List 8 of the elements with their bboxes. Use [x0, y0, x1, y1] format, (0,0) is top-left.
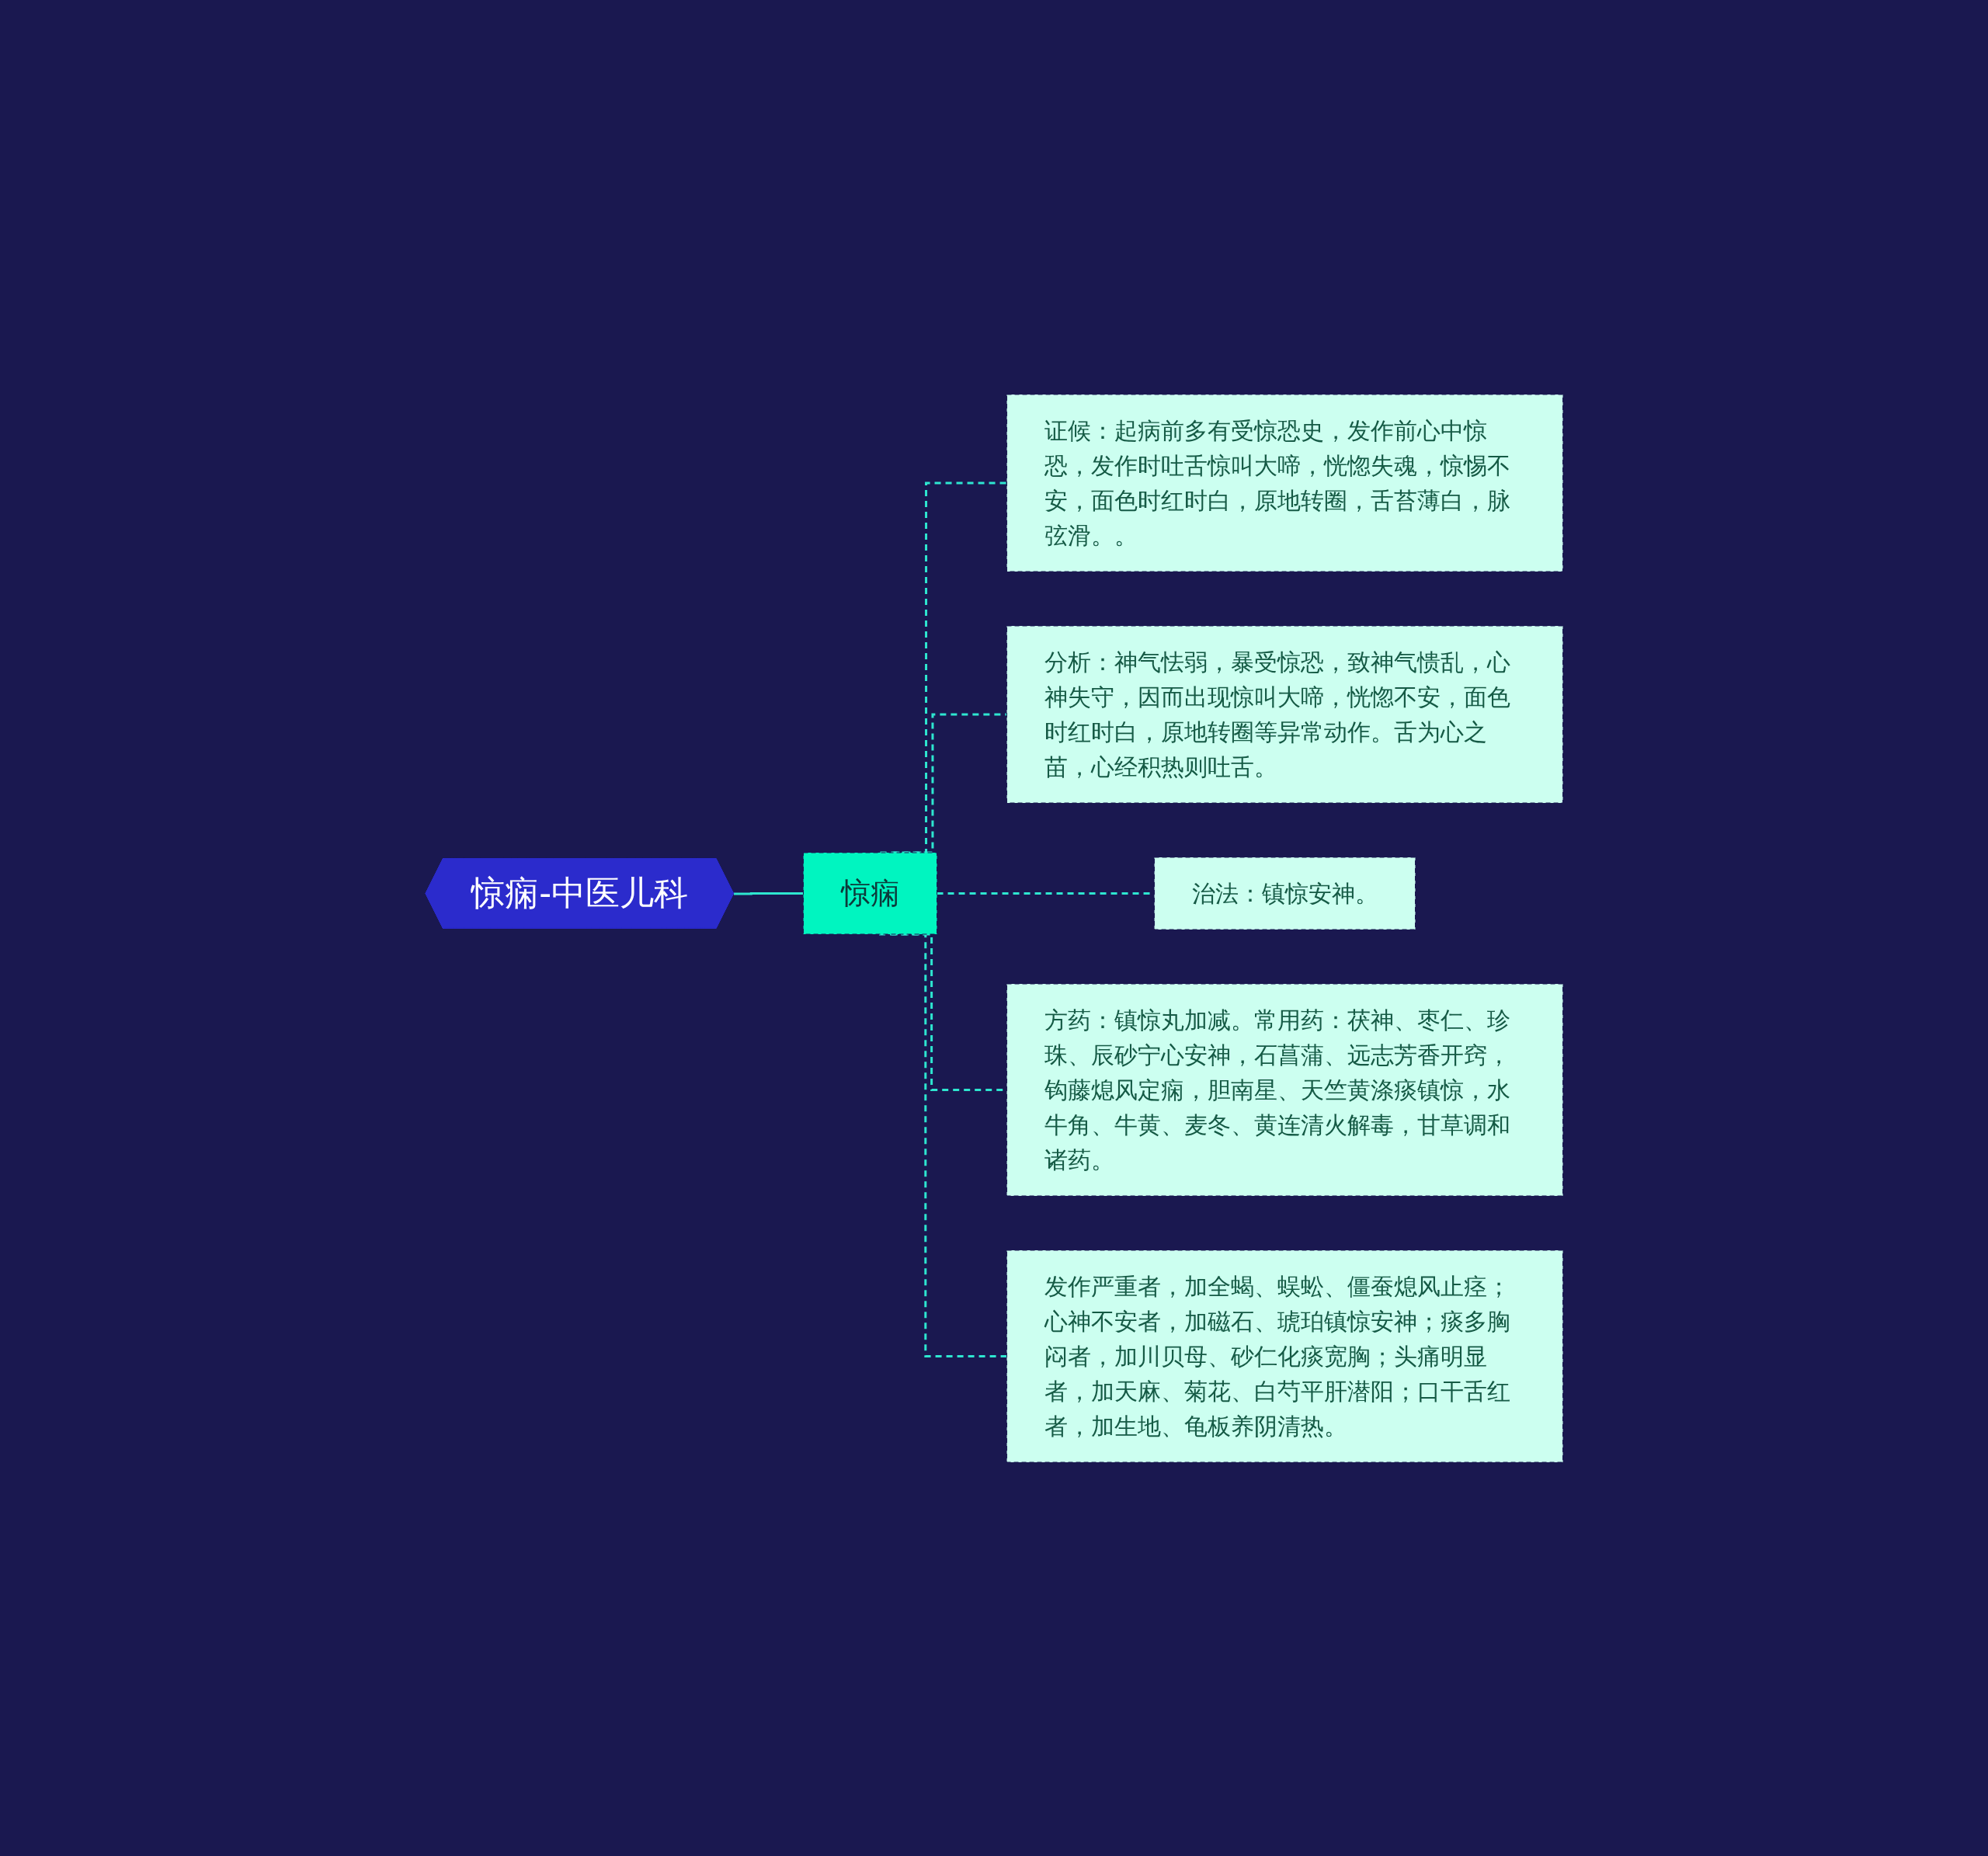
node-box: [1006, 1249, 1563, 1462]
node-box: [1006, 394, 1563, 572]
node-box: [1006, 625, 1563, 803]
connector: [733, 892, 804, 895]
node-box: [1153, 857, 1416, 930]
connector: [878, 933, 1007, 1357]
node-box: [1006, 983, 1563, 1196]
node-box: [802, 852, 937, 934]
